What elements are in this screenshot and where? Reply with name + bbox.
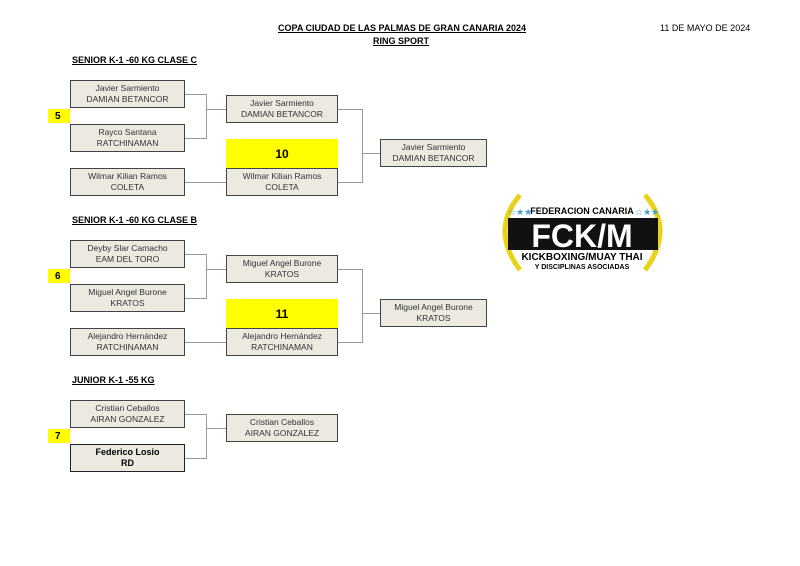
competitor-name: Miguel Angel Burone: [242, 258, 322, 268]
competitor-club: DAMIAN BETANCOR: [392, 153, 475, 163]
svg-text:KICKBOXING/MUAY THAI: KICKBOXING/MUAY THAI: [521, 252, 642, 263]
bracket-line: [206, 428, 226, 429]
svg-text:☆★★: ☆★★: [508, 207, 532, 217]
competitor-name: Alejandro Hernández: [87, 331, 168, 341]
federation-logo: ☆★★ ☆★★ FEDERACION CANARIA FCK/M KICKBOX…: [502, 193, 663, 272]
competitor-name: Miguel Angel Burone: [88, 287, 167, 297]
competitor-name: Alejandro Hernández: [242, 331, 322, 341]
competitor-club: RATCHINAMAN: [96, 138, 159, 148]
competitor-name: Javier Sarmiento: [250, 98, 314, 108]
bracket-line: [362, 269, 363, 343]
competitor-club: COLETA: [110, 182, 145, 192]
bracket-line: [338, 269, 362, 270]
competitor-name: Federico Losio: [95, 447, 160, 457]
bracket-line: [338, 342, 362, 343]
competitor-club: DAMIAN BETANCOR: [86, 94, 169, 104]
bracket-line: [185, 138, 206, 139]
competitor-name: Cristian Ceballos: [95, 403, 160, 413]
fight-number: 10: [226, 139, 338, 168]
competitor-club: RATCHINAMAN: [96, 342, 159, 352]
competitor-name: Rayco Santana: [98, 127, 157, 137]
svg-text:☆★★: ☆★★: [635, 207, 659, 217]
competitor-club: COLETA: [265, 182, 299, 192]
competitor-club: KRATOS: [264, 269, 300, 279]
competitor-club: RD: [121, 458, 134, 468]
svg-text:Y DISCIPLINAS ASOCIADAS: Y DISCIPLINAS ASOCIADAS: [535, 264, 630, 271]
bracket-line: [185, 414, 206, 415]
competitor-club: RATCHINAMAN: [251, 342, 313, 352]
bracket-line: [362, 153, 380, 154]
bracket-line: [206, 254, 207, 299]
fight-number: 11: [226, 299, 338, 328]
event-date: 11 DE MAYO DE 2024: [660, 23, 751, 33]
competitor-name: Cristian Ceballos: [249, 417, 315, 427]
competitor-club: KRATOS: [110, 298, 145, 308]
bracket-line: [362, 109, 363, 183]
bracket-line: [185, 182, 226, 183]
bracket-line: [185, 458, 206, 459]
svg-text:FEDERACION CANARIA: FEDERACION CANARIA: [530, 206, 634, 216]
category-title: SENIOR K-1 -60 KG CLASE B: [72, 215, 198, 225]
bracket-line: [362, 313, 380, 314]
bracket-line: [185, 94, 206, 95]
competitor-name: Miguel Angel Burone: [394, 302, 473, 312]
competitor-name: Wilmar Kilian Ramos: [88, 171, 167, 181]
bracket-line: [185, 342, 226, 343]
competitor-name: Javier Sarmiento: [401, 142, 466, 152]
competitor-club: KRATOS: [416, 313, 451, 323]
category-title: JUNIOR K-1 -55 KG: [72, 375, 155, 385]
competitor-name: Deyby Slar Camacho: [87, 243, 168, 253]
competitor-club: AIRAN GONZALEZ: [90, 414, 165, 424]
competitor-club: DAMIAN BETANCOR: [240, 109, 324, 119]
bracket-line: [206, 109, 226, 110]
bracket-line: [185, 254, 206, 255]
competitor-name: Wilmar Kilian Ramos: [242, 171, 322, 181]
bracket-line: [338, 182, 362, 183]
seed-number: 7: [48, 429, 70, 443]
seed-number: 5: [48, 109, 70, 123]
competitor-club: EAM DEL TORO: [95, 254, 160, 264]
bracket-line: [206, 414, 207, 459]
page-title: COPA CIUDAD DE LAS PALMAS DE GRAN CANARI…: [278, 23, 527, 33]
bracket-line: [206, 269, 226, 270]
page-subtitle: RING SPORT: [373, 36, 430, 46]
bracket-line: [338, 109, 362, 110]
competitor-name: Javier Sarmiento: [95, 83, 160, 93]
seed-number: 6: [48, 269, 70, 283]
bracket-line: [206, 94, 207, 139]
competitor-club: AIRAN GONZALEZ: [244, 428, 320, 438]
bracket-line: [185, 298, 206, 299]
svg-text:FCK/M: FCK/M: [531, 218, 632, 254]
category-title: SENIOR K-1 -60 KG CLASE C: [72, 55, 198, 65]
